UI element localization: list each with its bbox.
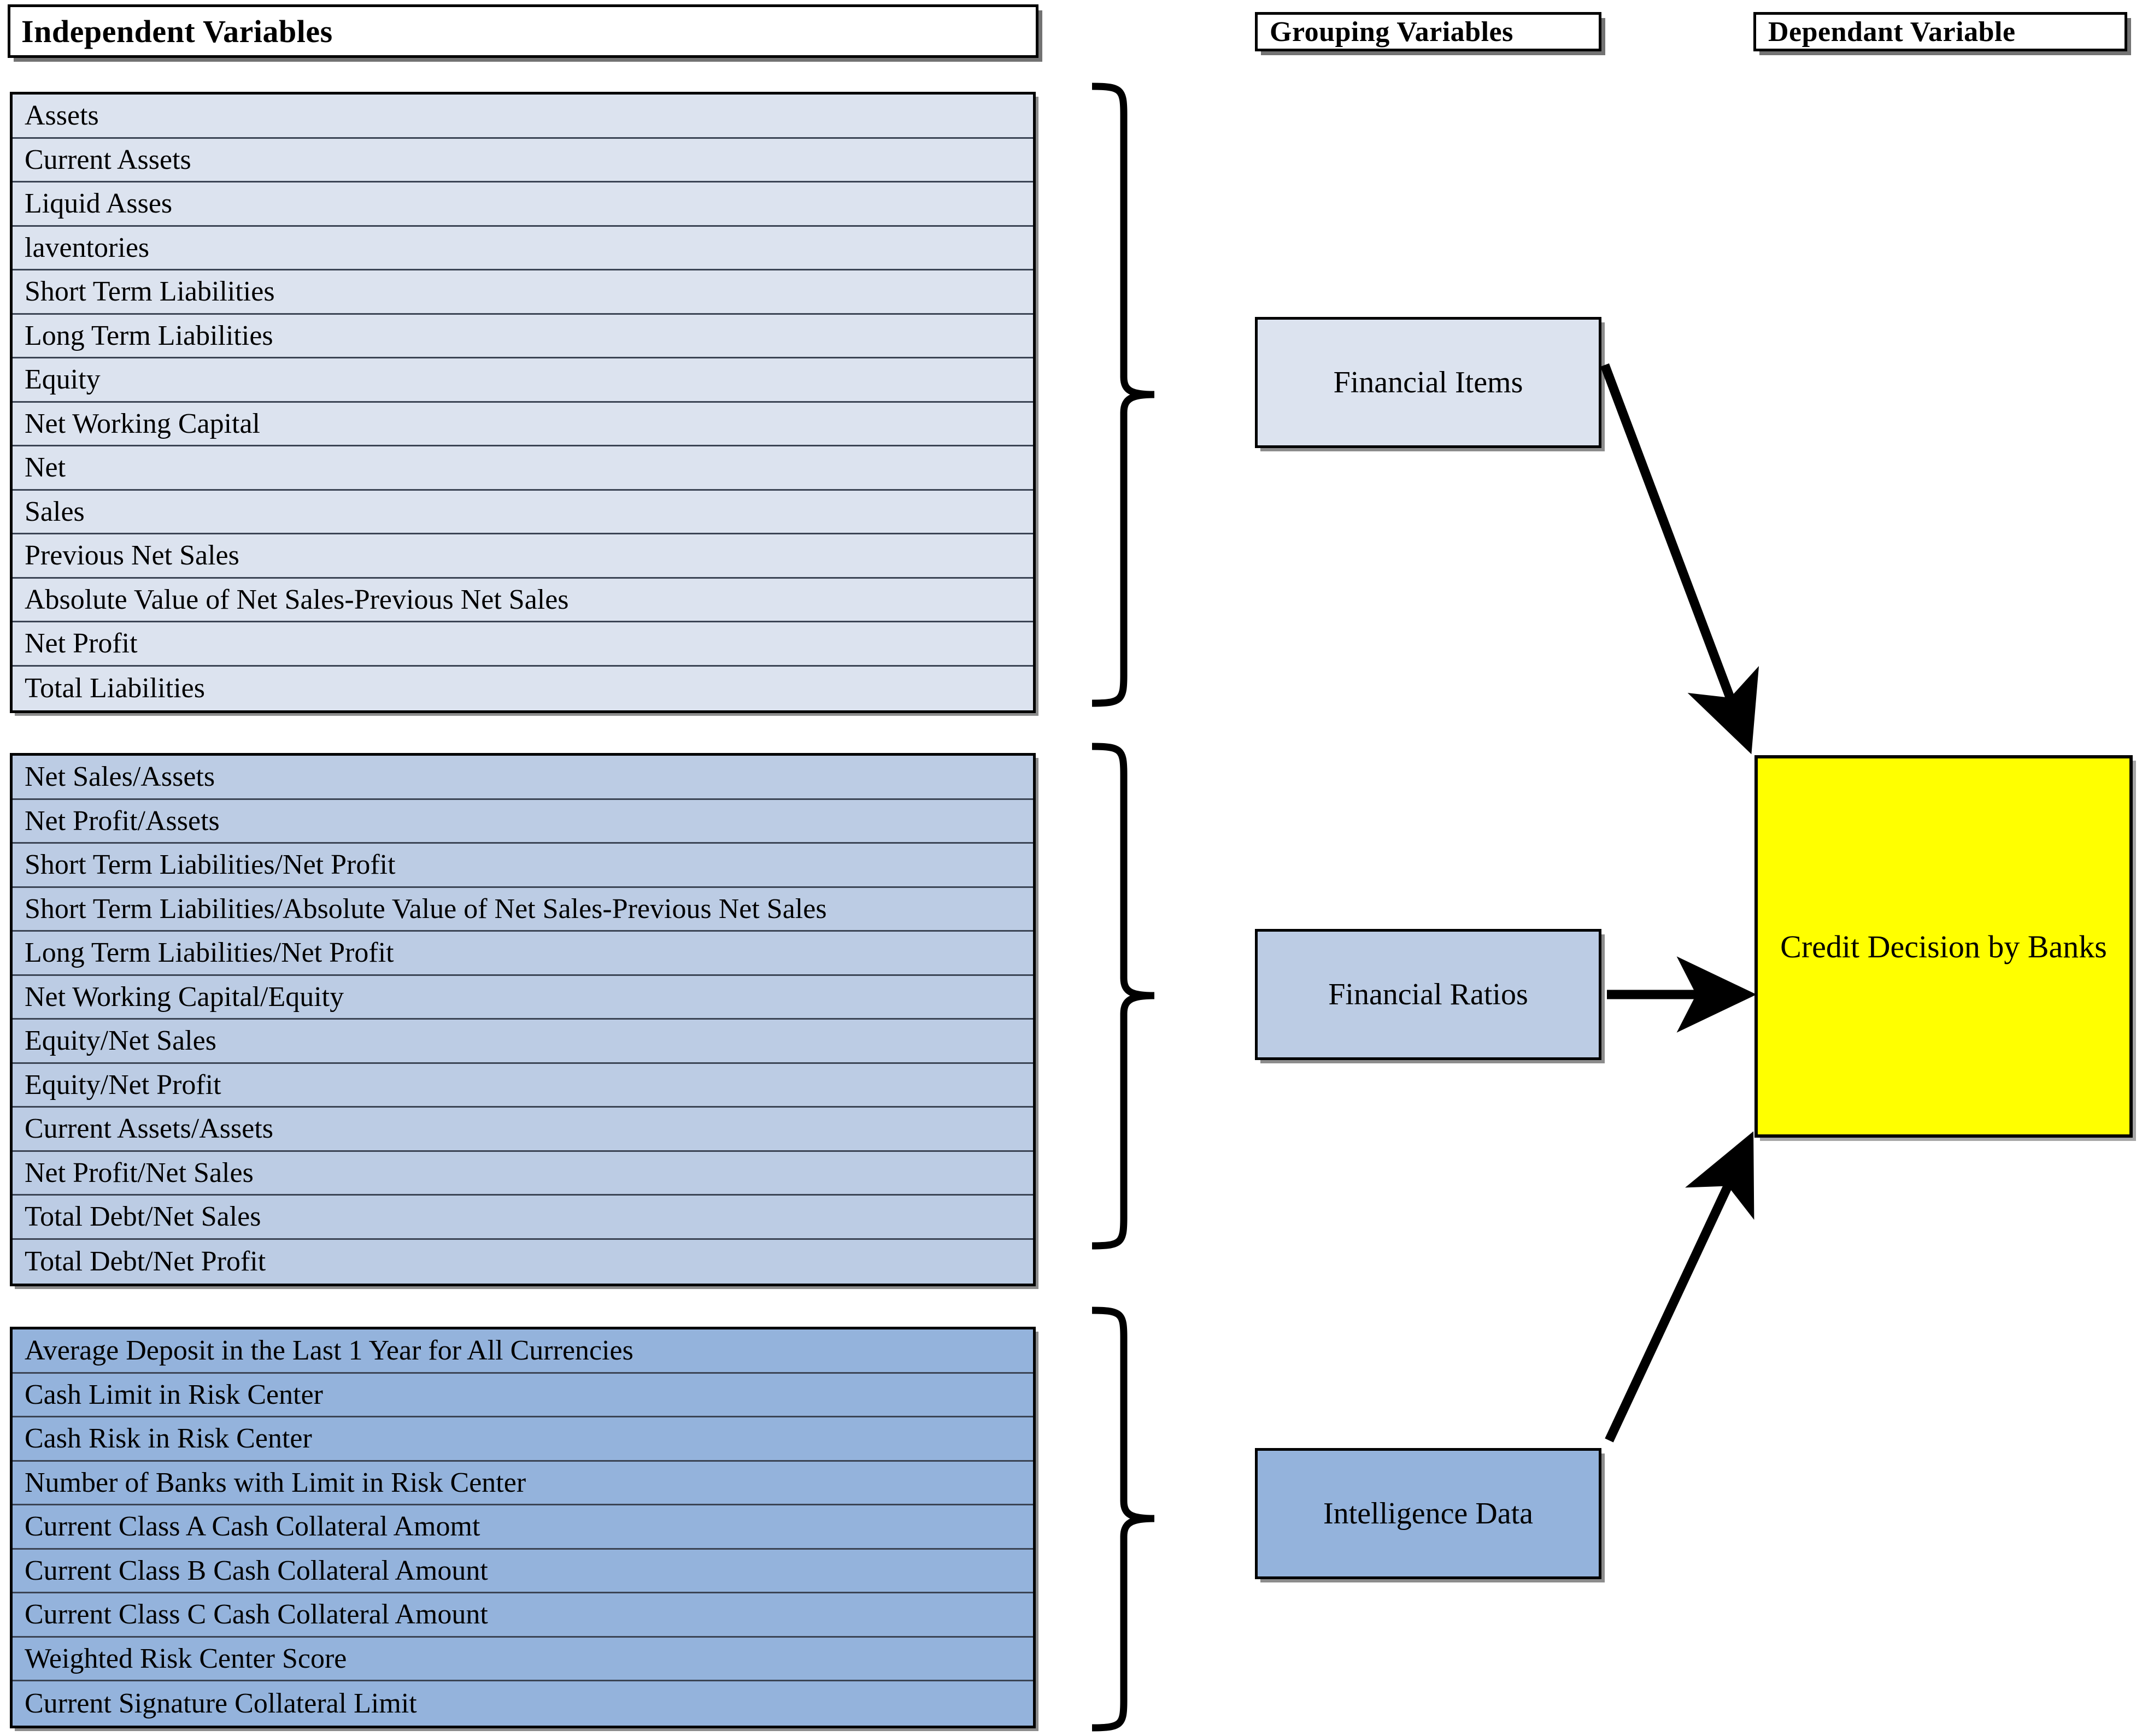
table-row: laventories [13, 226, 1033, 270]
table-row: Current Assets [13, 138, 1033, 183]
dependent-box-credit-decision-label: Credit Decision by Banks [1780, 928, 2107, 964]
table-row: Net [13, 446, 1033, 491]
table-row: Net Working Capital/Equity [13, 975, 1033, 1020]
table-row: Current Class C Cash Collateral Amount [13, 1593, 1033, 1638]
table-row: Current Class B Cash Collateral Amount [13, 1549, 1033, 1593]
brace-intelligence-data [1088, 1306, 1159, 1732]
table-row: Weighted Risk Center Score [13, 1637, 1033, 1681]
header-independent-variables: Independent Variables [8, 4, 1038, 58]
group-box-financial-ratios-label: Financial Ratios [1328, 978, 1528, 1011]
arrow-intelligence-data-to-credit-decision [1605, 1131, 1754, 1443]
table-row: Net Working Capital [13, 402, 1033, 446]
header-grouping-variables-label: Grouping Variables [1270, 16, 1513, 48]
header-grouping-variables: Grouping Variables [1255, 12, 1601, 51]
group-box-intelligence-data[interactable]: Intelligence Data [1255, 1448, 1601, 1579]
header-dependant-variable-label: Dependant Variable [1768, 16, 2016, 48]
header-independent-variables-label: Independent Variables [21, 13, 333, 49]
arrow-financial-items-to-credit-decision [1600, 363, 1759, 755]
table-row: Short Term Liabilities [13, 270, 1033, 315]
table-row: Assets [13, 95, 1033, 139]
table-row: Net Sales/Assets [13, 756, 1033, 800]
table-intelligence-data: Average Deposit in the Last 1 Year for A… [10, 1327, 1036, 1728]
table-row: Equity/Net Sales [13, 1020, 1033, 1064]
table-row: Total Debt/Net Sales [13, 1196, 1033, 1240]
table-row: Net Profit/Net Sales [13, 1151, 1033, 1196]
table-row: Long Term Liabilities/Net Profit [13, 932, 1033, 976]
table-row: Current Class A Cash Collateral Amomt [13, 1505, 1033, 1550]
table-row: Long Term Liabilities [13, 314, 1033, 358]
table-row: Sales [13, 490, 1033, 534]
table-row: Previous Net Sales [13, 534, 1033, 579]
table-row: Short Term Liabilities/Absolute Value of… [13, 887, 1033, 932]
dependent-box-credit-decision[interactable]: Credit Decision by Banks [1754, 755, 2133, 1138]
group-box-intelligence-data-label: Intelligence Data [1323, 1497, 1533, 1531]
table-row: Net Profit [13, 622, 1033, 667]
table-row: Absolute Value of Net Sales-Previous Net… [13, 578, 1033, 622]
table-row: Cash Limit in Risk Center [13, 1373, 1033, 1417]
brace-financial-items [1088, 82, 1159, 708]
table-row: Equity [13, 358, 1033, 403]
table-row: Total Liabilities [13, 666, 1033, 710]
table-row: Equity/Net Profit [13, 1063, 1033, 1108]
group-box-financial-items[interactable]: Financial Items [1255, 317, 1601, 448]
group-box-financial-ratios[interactable]: Financial Ratios [1255, 929, 1601, 1060]
brace-financial-ratios [1088, 742, 1159, 1250]
table-row: Short Term Liabilities/Net Profit [13, 844, 1033, 888]
table-row: Number of Banks with Limit in Risk Cente… [13, 1461, 1033, 1505]
table-row: Average Deposit in the Last 1 Year for A… [13, 1329, 1033, 1374]
table-row: Current Assets/Assets [13, 1108, 1033, 1152]
table-row: Total Debt/Net Profit [13, 1239, 1033, 1284]
table-row: Liquid Asses [13, 183, 1033, 227]
group-box-financial-items-label: Financial Items [1333, 366, 1523, 399]
header-dependant-variable: Dependant Variable [1753, 12, 2127, 51]
table-row: Cash Risk in Risk Center [13, 1417, 1033, 1462]
table-row: Net Profit/Assets [13, 799, 1033, 844]
table-row: Current Signature Collateral Limit [13, 1681, 1033, 1726]
